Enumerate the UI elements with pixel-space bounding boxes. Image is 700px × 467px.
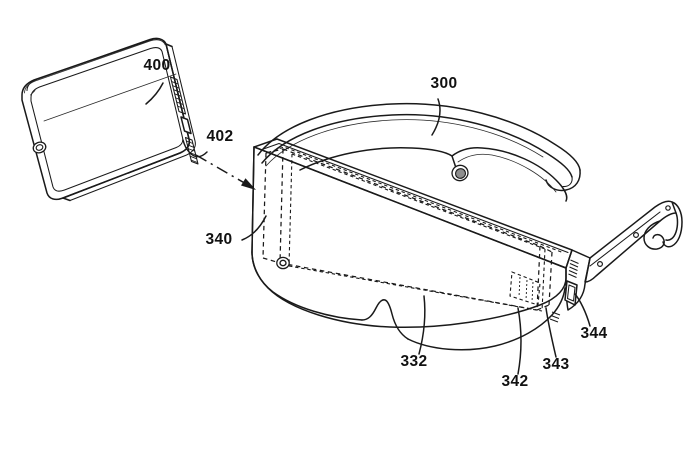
phone-top-notch-detail bbox=[30, 90, 36, 96]
headband-right-end bbox=[545, 169, 581, 192]
headband-top-edge bbox=[257, 102, 581, 171]
leader-300 bbox=[431, 98, 441, 136]
insertion-direction-arrow bbox=[195, 154, 256, 190]
leader-342 bbox=[517, 307, 522, 375]
ear-hook-curl bbox=[643, 220, 665, 250]
leader-402 bbox=[182, 139, 208, 158]
leader-344 bbox=[574, 293, 591, 327]
temple-arm-body bbox=[584, 200, 677, 283]
temple-arm-crease bbox=[589, 211, 661, 267]
phone-camera-aperture bbox=[32, 141, 47, 154]
interface-connector-bay bbox=[564, 280, 578, 306]
temple-screw-fastener-front bbox=[665, 205, 671, 211]
phone-top-corner-edge bbox=[165, 43, 173, 48]
headband-right-end-inner bbox=[562, 176, 573, 188]
ref-label-344: 344 bbox=[580, 325, 607, 342]
arrow-head bbox=[241, 178, 256, 190]
phone-slot-cavity-hidden-lines bbox=[262, 148, 553, 312]
leader-400 bbox=[145, 82, 164, 105]
ref-label-342: 342 bbox=[501, 373, 528, 390]
ref-label-402: 402 bbox=[206, 128, 233, 145]
side-vent-grille bbox=[568, 259, 579, 278]
phone-antenna-seam bbox=[43, 73, 177, 122]
head-mounted-display bbox=[251, 102, 683, 351]
ear-hook-outer bbox=[662, 201, 683, 248]
ref-label-340: 340 bbox=[205, 231, 232, 248]
phone-inner-bezel bbox=[30, 47, 184, 192]
ref-label-400: 400 bbox=[143, 57, 170, 74]
leader-343 bbox=[545, 307, 557, 358]
phone-top-chamfer bbox=[26, 37, 166, 92]
temple-screw-fastener-mid bbox=[632, 232, 639, 239]
phone-bottom-corner-edge bbox=[62, 197, 71, 202]
leader-340 bbox=[241, 215, 267, 241]
ref-label-332: 332 bbox=[400, 353, 427, 370]
ear-hook-inner bbox=[665, 212, 679, 241]
top-headband bbox=[257, 102, 581, 202]
retention-latch-hidden bbox=[509, 271, 541, 306]
temple-screw-fastener-rear bbox=[596, 261, 603, 268]
ref-label-343: 343 bbox=[542, 356, 569, 373]
phone-speaker-grille-upper bbox=[169, 76, 187, 115]
portable-electronic-device bbox=[21, 37, 199, 202]
right-temple-arm bbox=[584, 200, 683, 283]
phone-connector-port bbox=[180, 116, 192, 135]
headband-inner-strap-upper bbox=[299, 146, 453, 171]
visor-bottom-left-contour bbox=[251, 251, 363, 321]
front-face-fastener bbox=[276, 256, 290, 270]
reference-numeral-layer: 400 402 300 340 332 342 343 344 bbox=[143, 57, 607, 390]
side-vent-grille-lower bbox=[549, 311, 561, 323]
phone-edge-feature-group bbox=[169, 76, 199, 165]
grille-hatch-upper bbox=[171, 81, 185, 109]
headband-crease bbox=[265, 119, 544, 167]
visor-right-edge-crease bbox=[565, 249, 573, 269]
ref-label-300: 300 bbox=[430, 75, 457, 92]
leader-332 bbox=[418, 295, 426, 355]
visor-top-face-inner-edge bbox=[261, 142, 569, 254]
headband-inner-strap-crease bbox=[457, 153, 557, 193]
headband-pivot-knob bbox=[451, 155, 469, 182]
headband-bottom-edge bbox=[261, 113, 573, 178]
phone-side-wall-outer bbox=[69, 45, 196, 202]
nose-bridge-cutout bbox=[361, 299, 409, 340]
phone-top-chamfer-inner bbox=[24, 39, 166, 94]
headband-inner-strap-right bbox=[451, 147, 568, 202]
